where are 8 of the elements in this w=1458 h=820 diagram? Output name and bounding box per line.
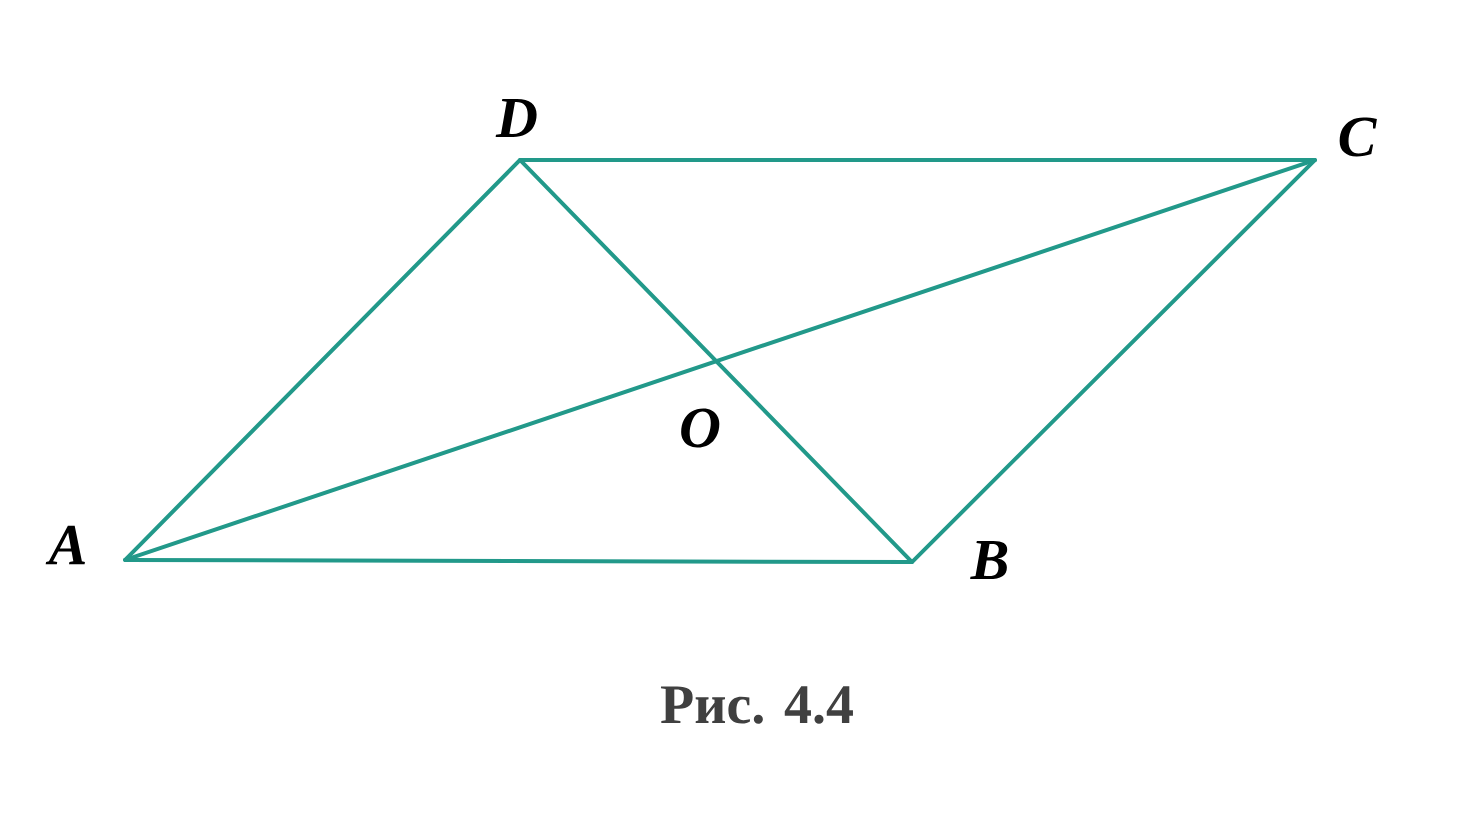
- caption: Рис. 4.4: [660, 686, 853, 724]
- segment: [123, 158, 1317, 562]
- vertex-label: B: [970, 540, 1008, 580]
- segment: [518, 158, 914, 564]
- point-label: O: [681, 408, 720, 448]
- vertex-label: D: [495, 98, 537, 138]
- vertex-label: C: [1339, 117, 1377, 157]
- vertex-label: A: [45, 525, 85, 565]
